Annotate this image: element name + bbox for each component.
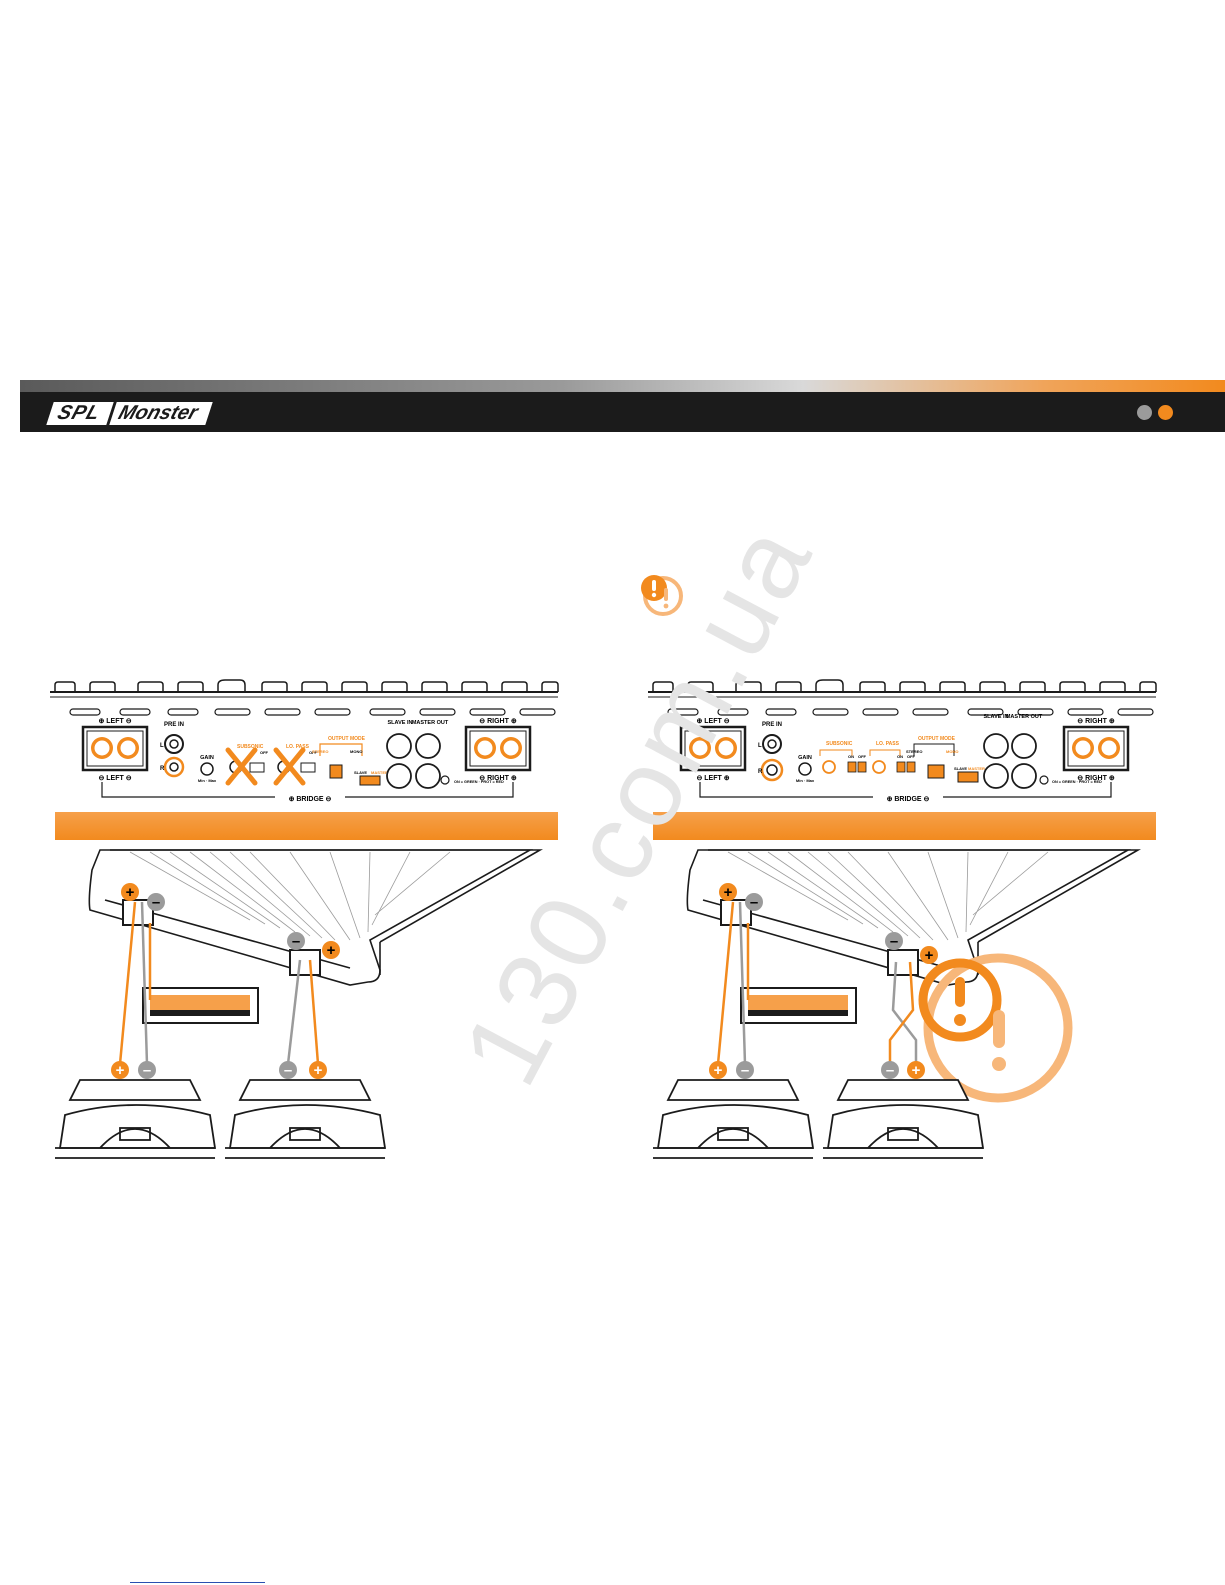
- gain-range-label: Min · Max: [796, 778, 815, 783]
- header-gradient-stripe: [20, 380, 1225, 392]
- bridge-label: ⊕ BRIDGE ⊖: [887, 796, 930, 803]
- stereo-label: STEREO: [312, 749, 328, 754]
- terminal-right-top-label: ⊖ RIGHT ⊕: [479, 718, 517, 725]
- svg-text:–: –: [741, 1062, 749, 1079]
- page-header: SPL Monster: [20, 380, 1225, 432]
- svg-text:+: +: [126, 884, 135, 901]
- subsonic-off-label: OFF: [260, 750, 269, 755]
- page-indicator-gray-dot: [1137, 405, 1152, 420]
- output-mode-label: OUTPUT MODE: [328, 736, 366, 742]
- status-led-label: ON = GREEN · PROT = RED: [1052, 780, 1102, 784]
- warning-icon: [637, 572, 687, 622]
- terminal-right-bottom-label: ⊖ RIGHT ⊕: [479, 775, 517, 782]
- master-out-label: MASTER OUT: [1006, 714, 1043, 720]
- speaker-left: [653, 1061, 815, 1159]
- master-label: MASTER: [968, 766, 985, 771]
- svg-text:+: +: [116, 1062, 125, 1079]
- svg-text:–: –: [152, 894, 160, 911]
- lo-pass-off-label: OFF: [907, 754, 916, 759]
- brand-spl-text: SPL: [46, 401, 114, 425]
- terminal-right-top-label: ⊖ RIGHT ⊕: [1077, 718, 1115, 725]
- master-label: MASTER: [371, 770, 388, 775]
- gain-range-label: Min · Max: [198, 778, 217, 783]
- lo-pass-label: LO. PASS: [876, 741, 900, 747]
- terminal-left-bottom-label: ⊖ LEFT ⊖: [98, 775, 131, 782]
- amp-top-fins: [54, 679, 559, 692]
- svg-text:–: –: [750, 894, 758, 911]
- large-warning-icon: [918, 953, 1073, 1103]
- gain-label: GAIN: [200, 755, 214, 761]
- lo-pass-label: LO. PASS: [286, 744, 310, 750]
- brand-monster-text: Monster: [109, 401, 213, 425]
- mono-label: MONO: [350, 749, 362, 754]
- svg-text:+: +: [314, 1062, 323, 1079]
- pre-in-label: PRE IN: [164, 722, 184, 728]
- wiring-diagram-left: ⊕ LEFT ⊖ ⊖ LEFT ⊖ PRE IN L R GAIN Min · …: [50, 670, 570, 1175]
- svg-text:+: +: [714, 1062, 723, 1079]
- subsonic-label: SUBSONIC: [826, 741, 853, 747]
- slave-label: SLAVE: [954, 766, 967, 771]
- ch-r-label: R: [160, 766, 165, 772]
- head-unit: [740, 987, 857, 1024]
- svg-text:–: –: [292, 933, 300, 950]
- svg-text:–: –: [143, 1062, 151, 1079]
- subsonic-on-label: ON: [848, 754, 854, 759]
- svg-text:+: +: [724, 884, 733, 901]
- ch-r-label: R: [758, 769, 763, 775]
- svg-text:–: –: [284, 1062, 292, 1079]
- page-indicator-orange-dot: [1158, 405, 1173, 420]
- output-mode-label: OUTPUT MODE: [918, 736, 956, 742]
- bridge-label: ⊕ BRIDGE ⊖: [289, 796, 332, 803]
- pre-in-label: PRE IN: [762, 722, 782, 728]
- disabled-cross-marks: [225, 747, 306, 786]
- master-out-label: MASTER OUT: [412, 720, 449, 726]
- orange-divider-band: [55, 812, 558, 840]
- orange-divider-band: [653, 812, 1156, 840]
- ch-l-label: L: [758, 743, 762, 749]
- subsonic-off-label: OFF: [858, 754, 867, 759]
- footer-underline: [130, 1582, 265, 1583]
- svg-text:+: +: [327, 942, 336, 959]
- speaker-right: [225, 1061, 387, 1159]
- speaker-wires: [118, 901, 320, 1065]
- brand-logo: SPL Monster: [46, 399, 213, 427]
- svg-text:+: +: [912, 1062, 921, 1079]
- terminal-right-bottom-label: ⊖ RIGHT ⊕: [1077, 775, 1115, 782]
- ch-l-label: L: [160, 743, 164, 749]
- slave-in-label: SLAVE IN: [984, 714, 1009, 720]
- stereo-label: STEREO: [906, 749, 922, 754]
- slave-label: SLAVE: [354, 770, 367, 775]
- terminal-left-bottom-label: ⊖ LEFT ⊕: [696, 775, 729, 782]
- lo-pass-off-label: OFF: [309, 750, 318, 755]
- svg-text:–: –: [886, 1062, 894, 1079]
- lo-pass-on-label: ON: [897, 754, 903, 759]
- mono-label: MONO: [946, 749, 958, 754]
- slave-in-label: SLAVE IN: [388, 720, 413, 726]
- svg-text:+: +: [925, 947, 934, 964]
- status-led-label: ON = GREEN · PROT = RED: [454, 780, 504, 784]
- head-unit: [142, 987, 259, 1024]
- terminal-left-top-label: ⊕ LEFT ⊖: [696, 718, 729, 725]
- header-bar: SPL Monster: [20, 392, 1225, 432]
- gain-label: GAIN: [798, 755, 812, 761]
- speaker-left: [55, 1061, 217, 1159]
- speaker-wires: [716, 901, 918, 1065]
- wiring-diagram-right: ⊕ LEFT ⊖ ⊖ LEFT ⊕ PRE IN L R GAIN Min · …: [648, 670, 1168, 1175]
- svg-text:–: –: [890, 933, 898, 950]
- terminal-left-top-label: ⊕ LEFT ⊖: [98, 718, 131, 725]
- subsonic-label: SUBSONIC: [237, 744, 264, 750]
- speaker-right: [823, 1061, 985, 1159]
